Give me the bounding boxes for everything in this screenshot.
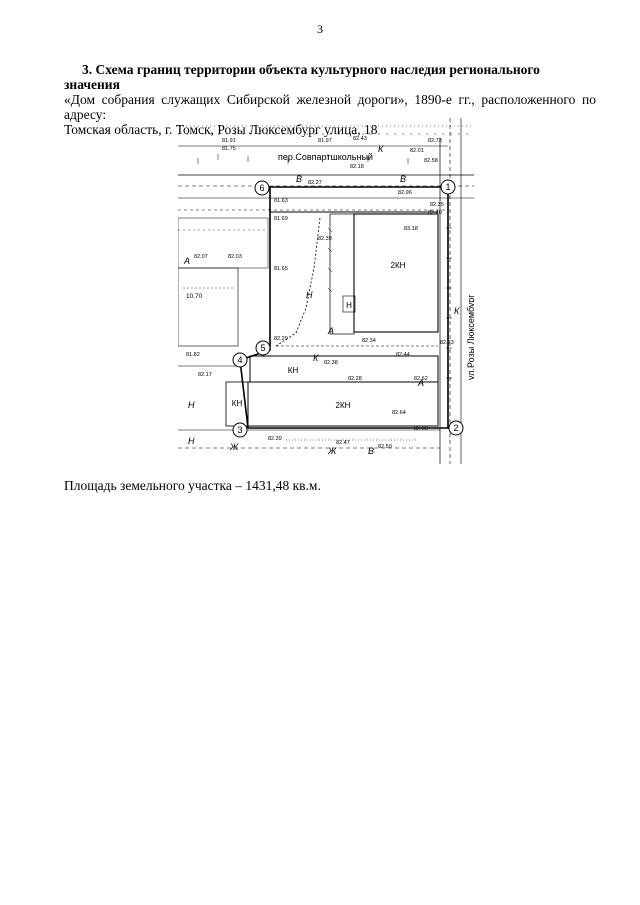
- boundary-point-5: [255, 340, 271, 356]
- elevation-mark: 82.43: [353, 136, 367, 142]
- point-label-5: 5: [260, 343, 265, 353]
- elevation-mark: 82.40: [428, 210, 442, 216]
- elevation-mark: 81.97: [318, 138, 332, 144]
- elevation-mark: 82.50: [378, 444, 392, 450]
- elevation-mark: 82.28: [348, 376, 362, 382]
- map-letter: А: [327, 326, 334, 336]
- heading-line-object: «Дом собрания служащих Сибирской железно…: [64, 92, 596, 122]
- building-label-small-west: КН: [232, 399, 243, 408]
- building-label-middle: КН: [288, 366, 299, 375]
- elevation-mark: 82.47: [336, 440, 350, 446]
- elevation-mark: 82.64: [392, 410, 406, 416]
- land-area-text: Площадь земельного участка – 1431,48 кв.…: [64, 478, 321, 493]
- elevation-mark: 82.17: [198, 372, 212, 378]
- elevation-mark: 82.01: [410, 148, 424, 154]
- map-letter: К: [454, 306, 460, 316]
- elevation-mark: 82.73: [440, 340, 454, 346]
- boundary-point-3: [232, 422, 248, 438]
- document-heading: 3. Схема границ территории объекта культ…: [64, 62, 596, 137]
- map-letter: Н: [306, 290, 313, 300]
- map-letter: А: [183, 256, 190, 266]
- map-letter: Н: [188, 436, 195, 446]
- boundary-point-4: [232, 352, 248, 368]
- boundary-point-2: [448, 420, 464, 436]
- point-label-4: 4: [237, 355, 242, 365]
- elevation-mark: 82.07: [194, 254, 208, 260]
- boundary-point-1: [440, 179, 456, 195]
- elevation-mark: 82.73: [428, 138, 442, 144]
- point-label-3: 3: [237, 425, 242, 435]
- elevation-mark: 82.62: [414, 376, 428, 382]
- map-letter: Ж: [229, 442, 239, 452]
- elevation-mark: 82.38: [324, 360, 338, 366]
- elevation-mark: 10.70: [186, 293, 203, 300]
- elevation-mark: 81.65: [274, 266, 288, 272]
- elevation-mark: 82.03: [228, 254, 242, 260]
- elevation-mark: 82.18: [350, 164, 364, 170]
- map-letter: Ж: [327, 446, 337, 456]
- map-letter: В: [368, 446, 374, 456]
- elevation-mark: 81.75: [222, 146, 236, 152]
- elevation-mark: 82.27: [308, 180, 322, 186]
- elevation-mark: 82.58: [424, 158, 438, 164]
- building-label-main: 2КН: [391, 261, 406, 270]
- street-east-label: ул.Розы Люксембург: [466, 294, 474, 380]
- page-number: 3: [317, 22, 323, 36]
- street-north-label: пер.Совпартшкольный: [278, 152, 373, 162]
- building-label-small-north: Н: [346, 301, 352, 310]
- elevation-mark: 82.34: [362, 338, 376, 344]
- point-label-2: 2: [453, 423, 458, 433]
- map-letter: В: [296, 174, 302, 184]
- elevation-mark: 81.69: [274, 216, 288, 222]
- boundary-point-6: [254, 180, 270, 196]
- elevation-mark: 82.39: [318, 236, 332, 242]
- elevation-mark: 82.29: [274, 336, 288, 342]
- territory-boundary-map: 1 2 3 4 5 6 пер.Совпартшкольный ул.Розы …: [178, 118, 474, 464]
- building-label-south: 2КН: [336, 401, 351, 410]
- heading-line-address: Томская область, г. Томск, Розы Люксембу…: [64, 122, 378, 137]
- elevation-mark: 82.03: [414, 426, 428, 432]
- elevation-mark: 83.18: [404, 226, 418, 232]
- map-letter: К: [378, 144, 384, 154]
- elevation-mark: 82.35: [430, 202, 444, 208]
- point-label-6: 6: [259, 183, 264, 193]
- map-letter: К: [313, 353, 319, 363]
- elevation-mark: 81.91: [222, 138, 236, 144]
- elevation-mark: 81.82: [186, 352, 200, 358]
- elevation-mark: 82.96: [398, 190, 412, 196]
- elevation-mark: 82.39: [268, 436, 282, 442]
- elevation-mark: 81.63: [274, 198, 288, 204]
- elevation-mark: 82.44: [396, 352, 410, 358]
- map-letter: В: [400, 174, 406, 184]
- map-drawing: 1 2 3 4 5 6 пер.Совпартшкольный ул.Розы …: [178, 118, 474, 464]
- point-label-1: 1: [445, 182, 450, 192]
- map-letter: А: [417, 378, 424, 388]
- heading-title: 3. Схема границ территории объекта культ…: [64, 62, 540, 92]
- map-letter: Н: [188, 400, 195, 410]
